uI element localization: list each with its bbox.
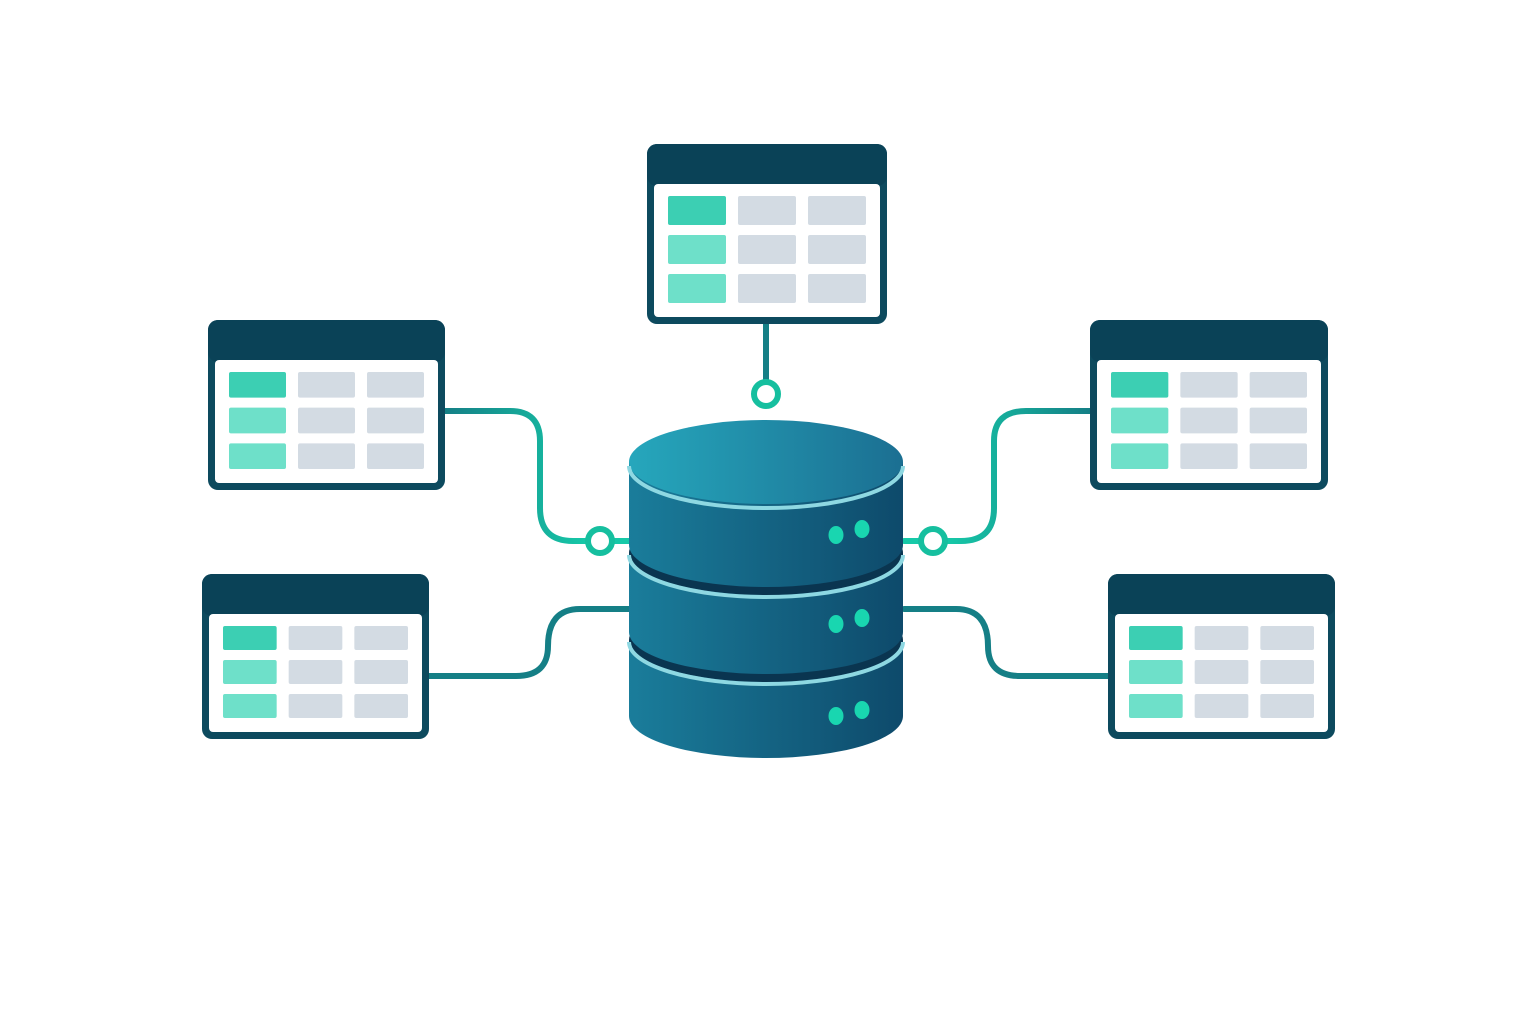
table-cell: [808, 235, 866, 264]
table-cell: [1111, 372, 1169, 398]
table-cell: [1111, 443, 1169, 469]
table-cell: [229, 372, 286, 398]
table-cell: [367, 443, 424, 469]
table-cell: [223, 660, 277, 684]
table-cell: [808, 196, 866, 225]
table-cell: [668, 274, 726, 303]
table-cell: [298, 372, 355, 398]
table-cell: [1260, 694, 1314, 718]
connector-left-upper: [441, 408, 591, 544]
table-cell: [288, 660, 343, 684]
window-title-bar: [1090, 320, 1328, 362]
table-cell: [1249, 372, 1307, 398]
table-window-icon: [647, 144, 887, 324]
connector-node-icon: [751, 379, 781, 409]
table-cell: [808, 274, 866, 303]
connector-right-lower: [901, 606, 1111, 679]
table-cell: [1111, 407, 1169, 434]
table-cell: [1129, 660, 1183, 684]
window-title-bar: [1108, 574, 1335, 616]
status-light-icon: [828, 707, 844, 725]
table-cell: [1180, 407, 1238, 434]
window-title-bar: [208, 320, 445, 362]
status-light-icon: [828, 526, 844, 544]
table-cell: [738, 274, 796, 303]
table-window-icon: [208, 320, 445, 490]
table-cell: [1194, 626, 1249, 650]
connector-node-icon: [918, 526, 948, 556]
cylinder-lid: [629, 420, 903, 504]
table-cell: [298, 443, 355, 469]
table-cell: [229, 407, 286, 434]
table-cell: [1194, 694, 1249, 718]
window-title-bar: [202, 574, 429, 616]
table-cell: [367, 372, 424, 398]
segment-rim: [627, 641, 905, 686]
table-cell: [1180, 443, 1238, 469]
table-window-icon: [1090, 320, 1328, 490]
segment-rim: [627, 554, 905, 599]
table-cell: [1249, 443, 1307, 469]
database-segment: [627, 420, 905, 587]
connector-nodes: [585, 379, 948, 556]
table-window-icon: [1108, 574, 1335, 739]
connector-lines: [425, 321, 1111, 679]
table-cell: [1129, 694, 1183, 718]
window-title-bar: [647, 144, 887, 186]
table-cell: [738, 196, 796, 225]
table-cell: [288, 694, 343, 718]
table-cell: [1260, 626, 1314, 650]
table-cell: [1180, 372, 1238, 398]
table-cell: [354, 660, 408, 684]
table-cell: [738, 235, 796, 264]
table-cell: [223, 694, 277, 718]
table-cell: [668, 196, 726, 225]
table-cell: [354, 694, 408, 718]
status-light-icon: [828, 615, 844, 633]
table-cell: [1129, 626, 1183, 650]
table-cell: [223, 626, 277, 650]
status-light-icon: [854, 520, 870, 538]
table-cell: [668, 235, 726, 264]
status-light-icon: [854, 609, 870, 627]
table-cell: [1194, 660, 1249, 684]
connector-node-icon: [585, 526, 615, 556]
table-window-icon: [202, 574, 429, 739]
table-cell: [288, 626, 343, 650]
table-cell: [1249, 407, 1307, 434]
connector-left-lower: [425, 606, 635, 679]
database-cylinder-icon: [627, 420, 905, 758]
table-cell: [1260, 660, 1314, 684]
table-windows: [202, 144, 1335, 739]
lid-rim: [627, 465, 905, 510]
table-cell: [229, 443, 286, 469]
table-cell: [354, 626, 408, 650]
table-cell: [367, 407, 424, 434]
connector-right-upper: [943, 408, 1093, 544]
status-light-icon: [854, 701, 870, 719]
table-cell: [298, 407, 355, 434]
